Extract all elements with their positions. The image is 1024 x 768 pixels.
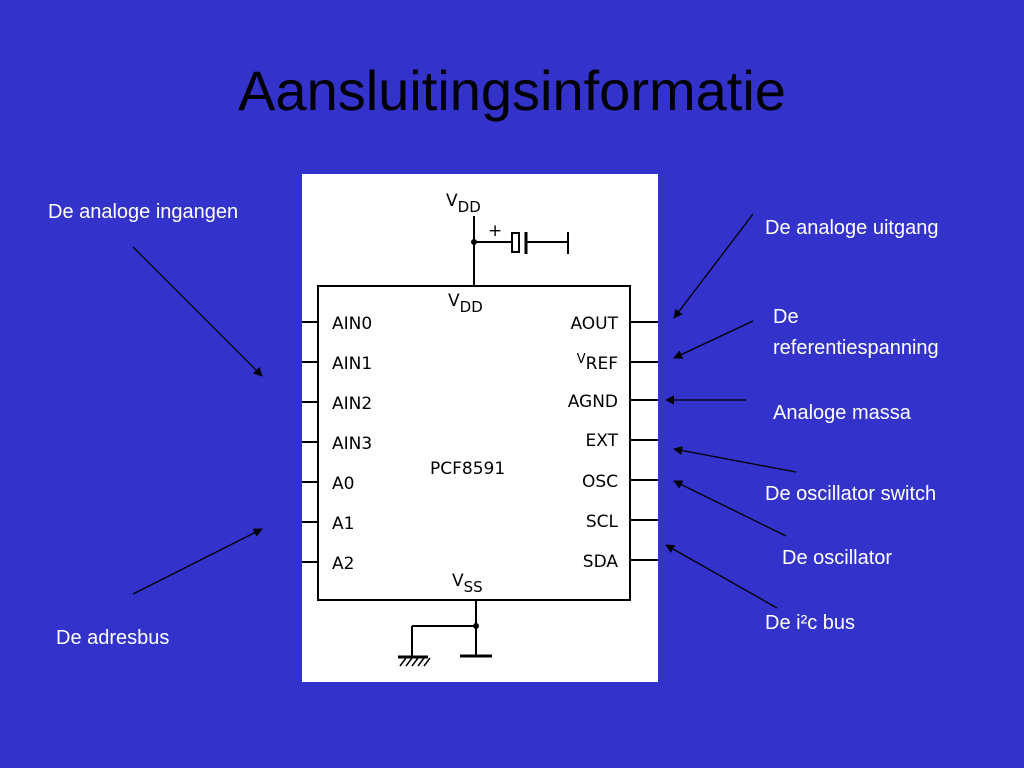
- vdd-top-label: VDD: [446, 191, 481, 216]
- capacitor-plate-positive: [511, 232, 520, 253]
- pin-ain2: AIN2: [332, 394, 372, 414]
- chip-name: PCF8591: [430, 459, 505, 479]
- pin-a2: A2: [332, 554, 354, 574]
- pin-ain3: AIN3: [332, 434, 372, 454]
- arrow-oscillator-switch: [673, 446, 797, 473]
- pin-scl: SCL: [586, 512, 619, 532]
- pcf8591-schematic: VDD + VDD PCF8591 AIN0 AIN1 AIN2 AIN3 A0…: [302, 174, 658, 682]
- vdd-inner-label: VDD: [448, 291, 483, 316]
- left-pins: AIN0 AIN1 AIN2 AIN3 A0 A1 A2: [302, 314, 372, 574]
- right-pins: AOUT VREF AGND EXT OSC SCL SDA: [568, 314, 658, 572]
- callout-i2c-bus: De i²c bus: [765, 612, 856, 634]
- callout-address-bus: De adresbus: [56, 627, 170, 649]
- pin-aout: AOUT: [570, 314, 618, 334]
- arrow-analog-output: [673, 213, 754, 319]
- arrow-address-bus: [132, 528, 263, 595]
- callout-analog-ground: Analoge massa: [773, 402, 911, 424]
- callout-analog-output: De analoge uitgang: [765, 217, 939, 239]
- callout-oscillator: De oscillator: [782, 547, 893, 569]
- arrow-analog-inputs: [132, 246, 263, 377]
- vss-label: VSS: [452, 571, 483, 596]
- ground-symbol: [398, 655, 431, 667]
- callout-reference-voltage: De referentiespanning: [773, 302, 939, 364]
- pin-sda: SDA: [583, 552, 619, 572]
- pin-ain0: AIN0: [332, 314, 372, 334]
- pin-ain1: AIN1: [332, 354, 372, 374]
- pin-osc: OSC: [582, 472, 618, 492]
- callout-reference-voltage-line2: referentiespanning: [773, 337, 939, 359]
- callout-reference-voltage-line1: De: [773, 306, 799, 328]
- pin-a1: A1: [332, 514, 354, 534]
- pin-vref: VREF: [577, 352, 618, 374]
- slide-title: Aansluitingsinformatie: [238, 59, 786, 122]
- pin-a0: A0: [332, 474, 354, 494]
- arrow-oscillator: [673, 480, 787, 537]
- arrow-reference-voltage: [673, 320, 754, 359]
- callout-analog-inputs: De analoge ingangen: [48, 201, 239, 223]
- pin-agnd: AGND: [568, 392, 618, 412]
- pin-ext: EXT: [586, 431, 619, 451]
- callout-oscillator-switch: De oscillator switch: [765, 483, 937, 505]
- arrow-i2c-bus: [665, 544, 778, 609]
- capacitor-plus: +: [488, 221, 502, 241]
